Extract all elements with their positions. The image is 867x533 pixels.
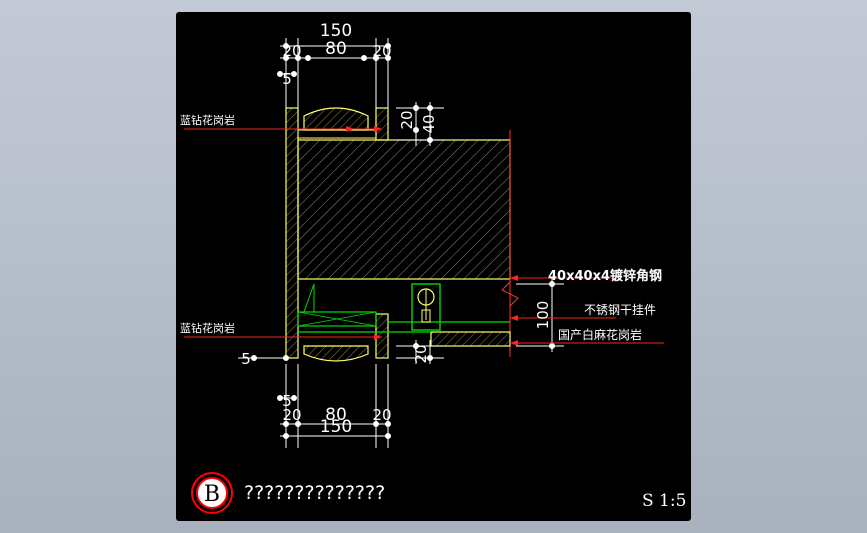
dim-bottom-20-left: 20 (282, 406, 301, 424)
dim-right-20-bottom: 20 (412, 344, 430, 363)
dim-bottom-80: 80 (325, 405, 347, 425)
label-domestic-granite: 国产白麻花岗岩 (558, 327, 642, 342)
dim-top-150: 150 (320, 21, 352, 41)
dim-top-5: 5 (282, 70, 292, 88)
label-granite-bottom: 蓝钻花岗岩 (180, 321, 235, 335)
stone-cap-top (303, 107, 369, 131)
dim-bottom-20-right: 20 (372, 406, 391, 424)
scale-label: S 1:5 (642, 491, 686, 511)
drawing-viewport[interactable]: 150 80 20 20 5 20 40 100 20 5 5 20 80 20… (176, 12, 691, 521)
dim-right-100: 100 (534, 301, 552, 330)
bracket-left (303, 283, 315, 313)
stone-slab-top-right (375, 107, 389, 141)
label-angle-steel: 40x40x4镀锌角钢 (548, 268, 662, 284)
pendant-slot (421, 309, 431, 323)
dim-left-5: 5 (241, 350, 251, 368)
dim-right-20: 20 (398, 110, 416, 129)
granite-panel (430, 331, 511, 347)
break-symbol (501, 281, 519, 307)
angle-steel (297, 311, 377, 327)
concrete-block (297, 139, 511, 280)
leader-arrows (346, 126, 518, 346)
top-joint (297, 129, 377, 139)
leader-lines (184, 128, 664, 344)
pendant-body (411, 283, 441, 331)
stone-slab-left (285, 107, 299, 359)
dimension-lines (238, 38, 564, 448)
title-text: ?????????????? (244, 482, 385, 504)
title-symbol: B (204, 482, 220, 507)
title-ring-inner (196, 477, 228, 509)
dim-top-80: 80 (325, 39, 347, 59)
label-pendant: 不锈钢干挂件 (584, 303, 656, 317)
stone-cap-bottom (303, 345, 369, 362)
angle-steel-cross-b (297, 311, 377, 327)
dim-top-20-left: 20 (282, 42, 301, 60)
dim-right-40: 40 (420, 114, 438, 133)
dim-bottom-5: 5 (282, 392, 292, 410)
label-granite-top: 蓝钻花岗岩 (180, 113, 235, 127)
dim-bottom-150: 150 (320, 417, 352, 437)
title-ring-outer (191, 472, 233, 514)
dim-top-20-right: 20 (372, 42, 391, 60)
detail-drawing: 150 80 20 20 5 20 40 100 20 5 5 20 80 20… (180, 21, 686, 514)
